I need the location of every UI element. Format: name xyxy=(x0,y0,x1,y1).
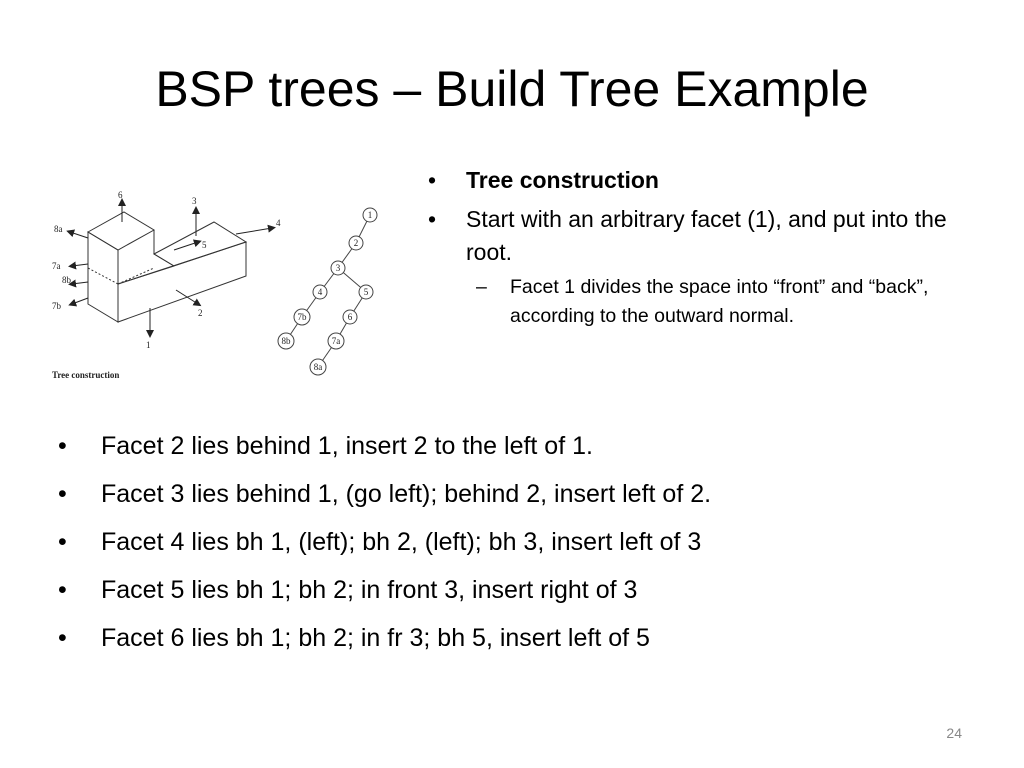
tree-node-8a: 8a xyxy=(309,358,327,376)
bullet-start-root: Start with an arbitrary facet (1), and p… xyxy=(428,203,948,269)
right-column: Tree construction Start with an arbitrar… xyxy=(428,164,948,331)
normal-arrows xyxy=(66,198,276,338)
tree-node-7b: 7b xyxy=(293,308,311,326)
normal-arrow-7a xyxy=(68,261,89,270)
figure-caption: Tree construction xyxy=(52,370,119,380)
svg-text:3: 3 xyxy=(336,263,341,273)
svg-text:5: 5 xyxy=(364,287,369,297)
label-8b: 8b xyxy=(62,275,72,285)
normal-arrow-8b xyxy=(68,279,89,288)
svg-text:7b: 7b xyxy=(298,312,308,322)
l-shaped-object xyxy=(87,211,248,323)
svg-text:8a: 8a xyxy=(314,362,323,372)
bullet-facet-5: Facet 5 lies bh 1; bh 2; in front 3, ins… xyxy=(58,566,978,614)
svg-text:1: 1 xyxy=(368,210,373,220)
normal-arrow-2 xyxy=(175,289,202,307)
bsp-figure: 6 3 4 5 2 1 8a 7a 8b 7b 1 2 3 xyxy=(46,180,396,386)
bullet-facet-3: Facet 3 lies behind 1, (go left); behind… xyxy=(58,470,978,518)
tree-node-4: 4 xyxy=(312,284,328,300)
tree-node-3: 3 xyxy=(330,260,346,276)
label-3: 3 xyxy=(192,196,197,206)
tree-node-2: 2 xyxy=(348,235,364,251)
bottom-bullet-list: Facet 2 lies behind 1, insert 2 to the l… xyxy=(58,422,978,662)
box-labels: 6 3 4 5 2 1 8a 7a 8b 7b xyxy=(52,190,281,350)
svg-text:6: 6 xyxy=(348,312,353,322)
bullet-facet-2: Facet 2 lies behind 1, insert 2 to the l… xyxy=(58,422,978,470)
normal-arrow-5 xyxy=(173,239,202,251)
tree-node-7a: 7a xyxy=(327,332,345,350)
bullet-tree-construction: Tree construction xyxy=(428,164,948,197)
tree-node-1: 1 xyxy=(362,207,378,223)
tree-nodes: 1 2 3 4 5 7b 6 8b 7a 8a xyxy=(277,207,378,376)
bsp-diagram: 6 3 4 5 2 1 8a 7a 8b 7b 1 2 3 xyxy=(52,190,378,380)
tree-node-8b: 8b xyxy=(277,332,295,350)
bullet-facet-6: Facet 6 lies bh 1; bh 2; in fr 3; bh 5, … xyxy=(58,614,978,662)
dash-marker: – xyxy=(476,276,487,298)
label-5: 5 xyxy=(202,240,207,250)
normal-arrow-7b xyxy=(68,297,89,307)
sub-bullet-front-back: – Facet 1 divides the space into “front”… xyxy=(428,273,948,331)
label-7b: 7b xyxy=(52,301,62,311)
slide-title: BSP trees – Build Tree Example xyxy=(155,61,869,117)
normal-arrow-8a xyxy=(66,229,89,239)
svg-text:8b: 8b xyxy=(282,336,292,346)
tree-node-5: 5 xyxy=(358,284,374,300)
svg-text:7a: 7a xyxy=(332,336,341,346)
label-2: 2 xyxy=(198,308,203,318)
normal-arrow-4 xyxy=(235,224,276,235)
label-8a: 8a xyxy=(54,224,63,234)
bullet-facet-4: Facet 4 lies bh 1, (left); bh 2, (left);… xyxy=(58,518,978,566)
label-1: 1 xyxy=(146,340,151,350)
svg-text:4: 4 xyxy=(318,287,323,297)
page-number: 24 xyxy=(946,725,962,741)
label-6: 6 xyxy=(118,190,123,200)
tree-node-6: 6 xyxy=(342,309,358,325)
label-7a: 7a xyxy=(52,261,61,271)
svg-text:2: 2 xyxy=(354,238,359,248)
label-4: 4 xyxy=(276,218,281,228)
